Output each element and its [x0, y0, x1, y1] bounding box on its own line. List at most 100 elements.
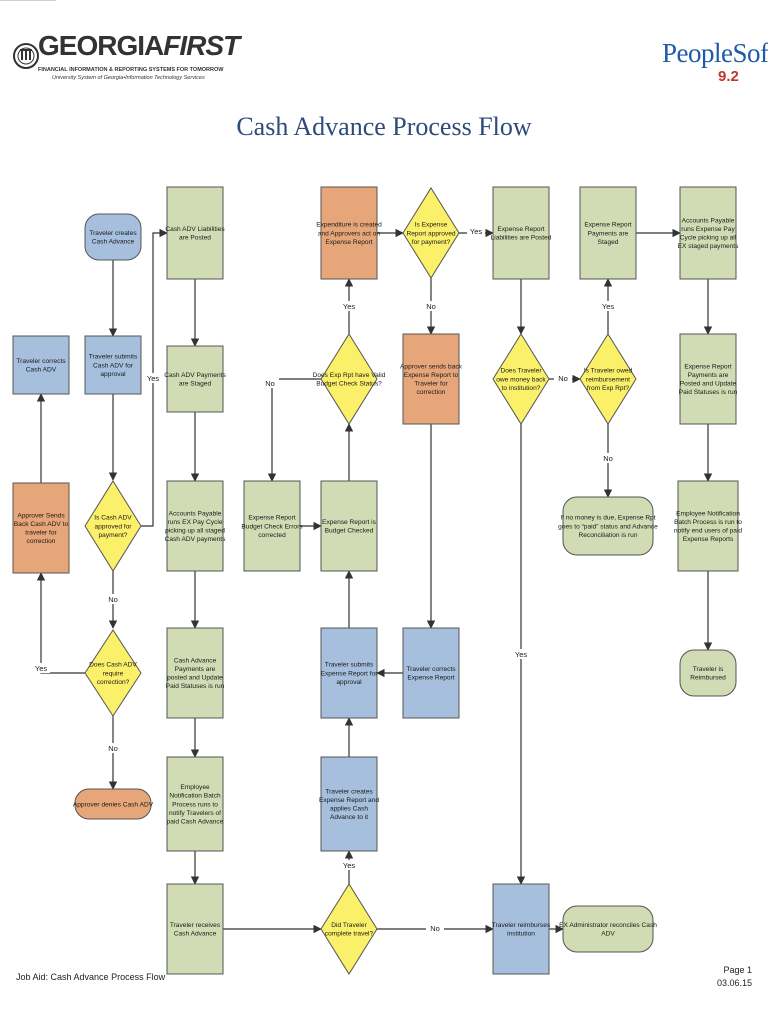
node-label-line: Cycle picking up all — [680, 235, 737, 242]
process-shape — [84, 335, 142, 395]
footer-job-aid: Job Aid: Cash Advance Process Flow — [16, 972, 166, 982]
node-label-line: Payments are — [175, 666, 216, 673]
node-label-line: Payments are — [588, 230, 629, 237]
decision-shape — [84, 629, 142, 717]
terminator-shape — [74, 788, 152, 820]
decision-shape — [579, 333, 637, 425]
node-label-line: Expense Report — [248, 515, 295, 522]
peoplesoft-version: 9.2 — [718, 68, 739, 85]
node-label-line: Expense Report to — [404, 372, 459, 379]
connector-label-bg — [32, 663, 50, 673]
node-label-line: runs EX Pay Cycle — [168, 519, 223, 526]
connector-label-yes: Yes — [470, 227, 482, 236]
process-shape — [243, 480, 301, 572]
node-label-line: Is Expense — [415, 222, 448, 229]
node-label-line: Does Exp Rpt have Valid — [313, 372, 386, 379]
node-label-line: Budget Checked — [325, 528, 374, 535]
node-label-line: EX staged payments — [678, 243, 740, 250]
node-label-line: Posted and Update — [680, 381, 737, 388]
node-label-line: Expense Report is — [322, 519, 377, 526]
node-label-line: corrected — [258, 532, 286, 539]
node-label-line: notify end users of paid — [674, 528, 743, 535]
node-label-line: correction — [27, 538, 56, 545]
decision-shape — [492, 333, 550, 425]
footer-date: 03.06.15 — [716, 978, 752, 988]
node-label-line: require — [103, 670, 124, 677]
process-shape — [320, 480, 378, 572]
node-label-line: Traveler is — [693, 666, 724, 673]
node-label-line: Traveler receives — [170, 922, 221, 929]
node-label-line: Expense Report for — [321, 670, 379, 677]
node-label-line: institution — [507, 931, 535, 938]
process-shape — [677, 480, 739, 572]
process-shape — [166, 345, 224, 413]
footer-page-number: Page 1 — [723, 965, 752, 975]
node-label-line: notify Travelers of — [169, 810, 221, 817]
node-label-line: Cash Advance — [174, 657, 217, 664]
node-label-line: traveler for — [25, 530, 57, 537]
node-label-line: Traveler reimburses — [492, 922, 551, 929]
node-label-line: Employee — [180, 784, 210, 791]
connector-label-no: No — [265, 379, 275, 388]
node-label-line: Report approved — [406, 230, 455, 237]
terminator-shape — [562, 496, 654, 556]
node-label-line: are Staged — [179, 381, 212, 388]
node-label-line: to institution? — [502, 385, 541, 392]
process-shape — [679, 186, 737, 280]
node-label-line: Does Traveler — [500, 368, 542, 375]
brand-org: University System of Georgia•Information… — [52, 75, 205, 81]
node-label-line: Process runs to — [172, 801, 218, 808]
process-shape — [492, 883, 550, 975]
connector-label-bg — [104, 594, 122, 604]
node-label-line: Traveler submits — [325, 662, 374, 669]
process-shape — [166, 627, 224, 719]
node-label-line: owe money back — [496, 376, 546, 383]
process-shape — [679, 333, 737, 425]
node-label-line: Liabilities are Posted — [491, 235, 552, 242]
process-shape — [166, 186, 224, 280]
node-label-line: Approver sends back — [400, 363, 463, 370]
node-label-line: ADV — [601, 931, 615, 938]
node-label-line: Reconciliation is run — [578, 532, 637, 539]
node-label-line: reimbursement — [586, 376, 630, 383]
process-shape — [579, 186, 637, 280]
node-label-line: payment? — [99, 532, 128, 539]
node-label-line: paid Cash Advance — [167, 819, 224, 826]
node-label-line: approval — [100, 371, 126, 378]
connector-label-bg — [340, 301, 358, 311]
connector-label-no: No — [603, 454, 613, 463]
node-label-line: for payment? — [412, 239, 451, 246]
node-label-line: Expense Report — [497, 226, 544, 233]
process-shape — [320, 627, 378, 719]
process-shape — [12, 335, 70, 395]
process-shape — [320, 186, 378, 280]
connector-label-bg — [340, 860, 358, 870]
node-traveler-reimburses-institution: Traveler reimburses institution — [492, 883, 551, 975]
node-label-line: Accounts Payable — [169, 510, 222, 517]
node-label-line: Traveler for — [414, 381, 448, 388]
node-label-line: runs Expense Pay — [681, 226, 735, 233]
node-label-line: Expense Reports — [683, 536, 734, 543]
node-label-line: Cash ADV for — [93, 362, 134, 369]
terminator-shape — [679, 649, 737, 697]
node-label-line: Approver Sends — [17, 512, 65, 519]
process-shape — [402, 627, 460, 719]
node-label-line: EX Administrator reconciles Cash — [559, 922, 657, 929]
node-label-line: are Posted — [179, 235, 211, 242]
node-label-line: Approver denies Cash ADV — [73, 801, 154, 808]
connector-label-yes: Yes — [515, 650, 527, 659]
